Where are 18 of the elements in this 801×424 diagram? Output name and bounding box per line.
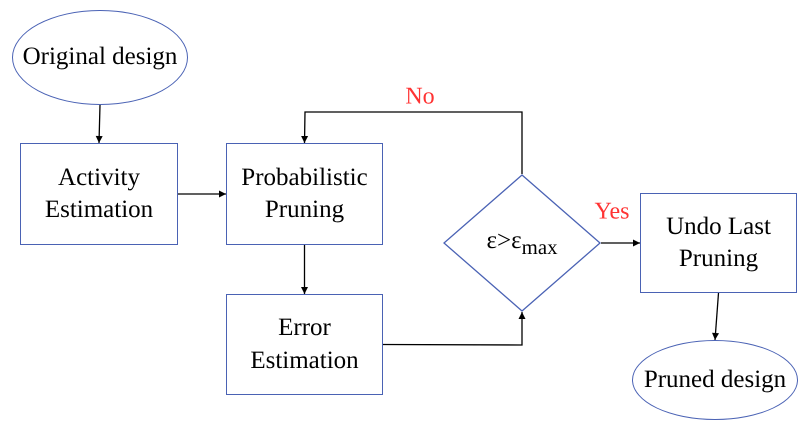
process-box bbox=[226, 143, 383, 245]
arrow bbox=[301, 245, 308, 294]
process-box bbox=[20, 143, 178, 245]
arrow bbox=[601, 240, 640, 246]
arrow bbox=[712, 292, 720, 340]
node-text: ε>ε$_{max}$ bbox=[486, 226, 558, 261]
node-text: Probabilistic Pruning bbox=[240, 162, 369, 225]
node-text: Activity Estimation bbox=[44, 162, 154, 225]
arrow bbox=[96, 104, 103, 144]
node-text: Undo Last Pruning bbox=[665, 212, 772, 274]
arrow bbox=[383, 312, 526, 346]
node-text: Original design bbox=[22, 42, 178, 72]
process-box bbox=[640, 193, 797, 293]
process-box bbox=[226, 294, 383, 395]
arrow bbox=[301, 111, 523, 174]
arrow bbox=[178, 190, 226, 198]
node-text: Pruned design bbox=[642, 364, 788, 395]
node-text: Error Estimation bbox=[249, 313, 360, 376]
